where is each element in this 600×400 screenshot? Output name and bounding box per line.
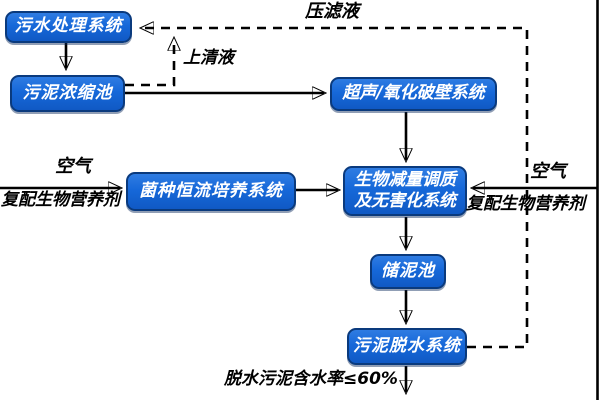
box-ultrasonic-oxidation-system: 超声/氧化破壁系统 (330, 77, 497, 111)
box-sludge-dewatering-system: 污泥脱水系统 (347, 328, 467, 365)
label-air-right: 空气 (530, 161, 566, 182)
dashed-supernatant-return-line (125, 39, 174, 87)
box-ultrasonic-label: 超声/氧化破壁系统 (342, 83, 485, 104)
box-sewage-label: 污水处理系统 (14, 16, 123, 37)
box-culture-label: 菌种恒流培养系统 (139, 180, 283, 201)
label-supernatant: 上清液 (183, 48, 234, 68)
box-sewage-treatment-system: 污水处理系统 (5, 11, 132, 43)
box-bio-label-line1: 生物减量调质 (354, 169, 456, 190)
box-storage-label: 储泥池 (381, 260, 435, 281)
box-dewatering-label: 污泥脱水系统 (353, 335, 461, 356)
box-sludge-thickening-tank: 污泥浓缩池 (10, 75, 125, 112)
box-bio-label-line2: 及无害化系统 (354, 191, 456, 211)
label-air-left: 空气 (55, 156, 91, 177)
label-dewatered-sludge-output: 脱水污泥含水率≤60% (224, 369, 398, 389)
label-nutrient-left: 复配生物营养剂 (1, 190, 120, 210)
label-filtrate: 压滤液 (305, 1, 359, 22)
box-sludge-storage-tank: 储泥池 (370, 254, 446, 289)
box-thickener-label: 污泥浓缩池 (22, 82, 113, 103)
label-nutrient-right: 复配生物营养剂 (466, 194, 585, 214)
box-bio-reduction-system: 生物减量调质 及无害化系统 (343, 166, 467, 216)
box-bacteria-culture-system: 菌种恒流培养系统 (126, 172, 296, 211)
